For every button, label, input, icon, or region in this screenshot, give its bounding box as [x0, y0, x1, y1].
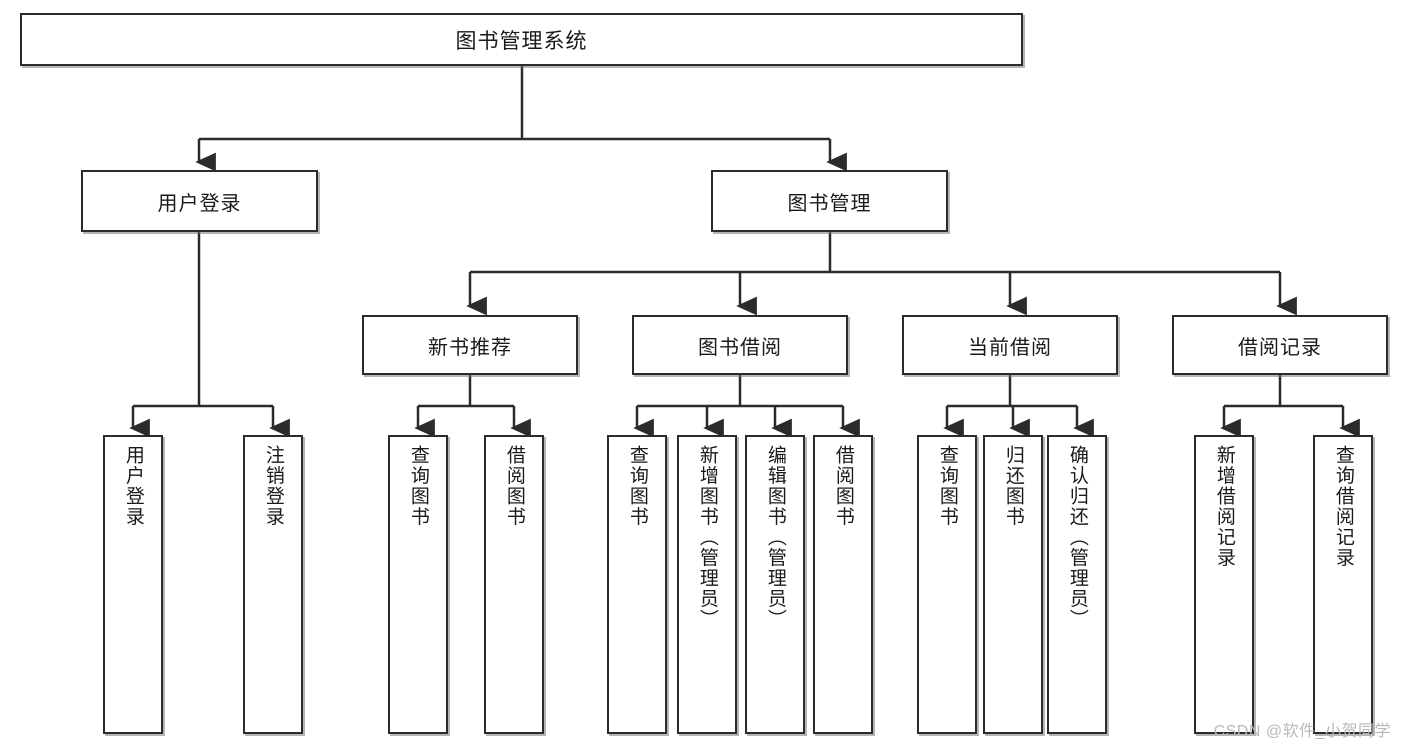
leaf-text-wrap: 借阅图书 [815, 437, 871, 732]
node-book-borrow[interactable]: 图书借阅 [632, 315, 848, 375]
leaf-text-wrap: 新增图书（管理员） [679, 437, 735, 732]
leaf-label: 借阅图书 [832, 445, 854, 527]
leaf-label: 注销登录 [262, 445, 284, 527]
leaf-label: 查询图书 [407, 445, 429, 527]
node-book-management[interactable]: 图书管理 [711, 170, 948, 232]
leaf-user-login-1[interactable]: 注销登录 [243, 435, 303, 734]
node-root-system[interactable]: 图书管理系统 [20, 13, 1023, 66]
leaf-label: 新增图书（管理员） [696, 445, 718, 630]
leaf-text-wrap: 归还图书 [985, 437, 1041, 732]
leaf-text-wrap: 编辑图书（管理员） [747, 437, 803, 732]
leaf-label: 查询借阅记录 [1332, 445, 1354, 568]
leaf-label: 用户登录 [122, 445, 144, 527]
leaf-current-borrow-0[interactable]: 查询图书 [917, 435, 977, 734]
leaf-new-book-recommend-0[interactable]: 查询图书 [388, 435, 448, 734]
leaf-current-borrow-1[interactable]: 归还图书 [983, 435, 1043, 734]
leaf-text-wrap: 用户登录 [105, 437, 161, 732]
node-label: 新书推荐 [428, 336, 512, 359]
leaf-text-wrap: 查询图书 [390, 437, 446, 732]
leaf-book-borrow-2[interactable]: 编辑图书（管理员） [745, 435, 805, 734]
leaf-user-login-0[interactable]: 用户登录 [103, 435, 163, 734]
leaf-label: 新增借阅记录 [1213, 445, 1235, 568]
leaf-text-wrap: 查询借阅记录 [1315, 437, 1371, 732]
node-label: 图书借阅 [698, 336, 782, 359]
leaf-book-borrow-0[interactable]: 查询图书 [607, 435, 667, 734]
node-label: 图书管理 [787, 192, 872, 215]
leaf-text-wrap: 确认归还（管理员） [1049, 437, 1105, 732]
leaf-text-wrap: 查询图书 [609, 437, 665, 732]
node-current-borrow[interactable]: 当前借阅 [902, 315, 1118, 375]
node-label: 当前借阅 [968, 336, 1052, 359]
node-new-book-recommend[interactable]: 新书推荐 [362, 315, 578, 375]
node-label: 图书管理系统 [455, 29, 588, 53]
leaf-text-wrap: 新增借阅记录 [1196, 437, 1252, 732]
leaf-book-borrow-1[interactable]: 新增图书（管理员） [677, 435, 737, 734]
leaf-borrow-record-0[interactable]: 新增借阅记录 [1194, 435, 1254, 734]
leaf-label: 编辑图书（管理员） [764, 445, 786, 630]
node-label: 借阅记录 [1238, 336, 1322, 359]
leaf-text-wrap: 借阅图书 [486, 437, 542, 732]
node-user-login[interactable]: 用户登录 [81, 170, 318, 232]
node-label: 用户登录 [157, 192, 242, 215]
node-borrow-record[interactable]: 借阅记录 [1172, 315, 1388, 375]
leaf-book-borrow-3[interactable]: 借阅图书 [813, 435, 873, 734]
leaf-current-borrow-2[interactable]: 确认归还（管理员） [1047, 435, 1107, 734]
leaf-label: 确认归还（管理员） [1066, 445, 1088, 630]
leaf-label: 查询图书 [626, 445, 648, 527]
leaf-new-book-recommend-1[interactable]: 借阅图书 [484, 435, 544, 734]
leaf-text-wrap: 注销登录 [245, 437, 301, 732]
leaf-borrow-record-1[interactable]: 查询借阅记录 [1313, 435, 1373, 734]
csdn-watermark: CSDN @软件_小贺同学 [1213, 723, 1391, 740]
leaf-label: 查询图书 [936, 445, 958, 527]
leaf-text-wrap: 查询图书 [919, 437, 975, 732]
leaf-label: 归还图书 [1002, 445, 1024, 527]
leaf-label: 借阅图书 [503, 445, 525, 527]
